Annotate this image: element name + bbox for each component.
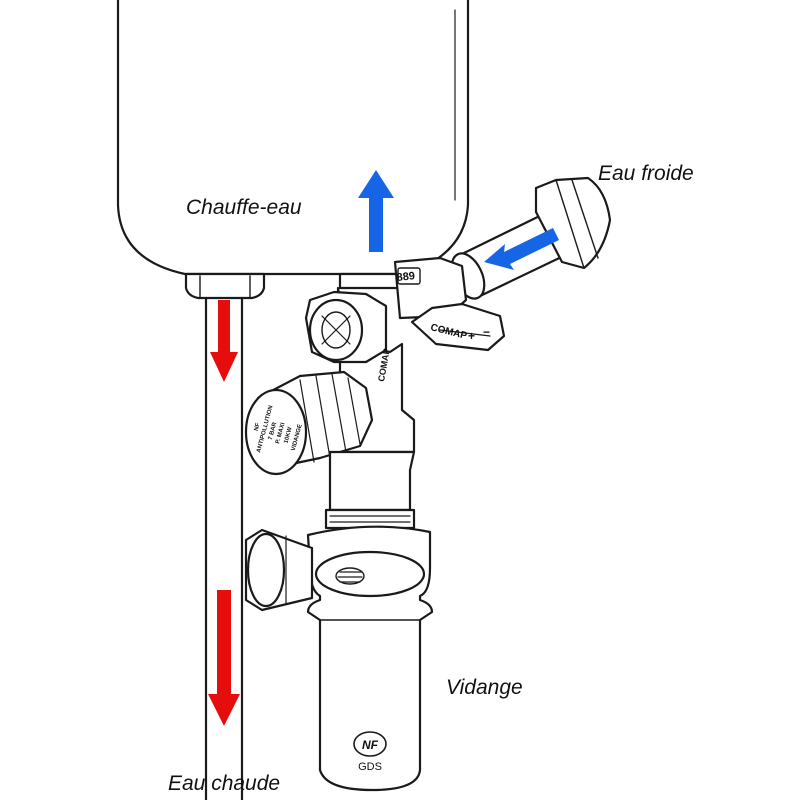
knob-line: 7 BAR bbox=[268, 421, 279, 441]
arrow-down-icon bbox=[208, 590, 240, 726]
hot-outlet-fitting bbox=[184, 272, 266, 300]
valve-lever-handle bbox=[410, 302, 506, 352]
knob-line: P. MAXI bbox=[275, 422, 286, 445]
handle-minus: − bbox=[483, 325, 490, 339]
label-water-heater: Chauffe-eau bbox=[186, 196, 302, 219]
hot-water-pipe bbox=[204, 296, 244, 800]
drain-tundish bbox=[324, 450, 416, 530]
check-valve-cap bbox=[304, 290, 388, 364]
label-cold-water: Eau froide bbox=[598, 162, 694, 185]
siphon-side-outlet bbox=[244, 528, 314, 612]
knob-line: NF bbox=[254, 422, 262, 432]
siphon-trap bbox=[306, 525, 434, 792]
arrow-down-icon bbox=[210, 300, 238, 382]
nf-logo-text: NF bbox=[362, 738, 379, 752]
label-hot-water: Eau chaude bbox=[168, 772, 281, 795]
arrow-down-left-icon bbox=[484, 228, 559, 270]
label-drain: Vidange bbox=[446, 676, 523, 699]
valve-number: 889 bbox=[396, 270, 416, 284]
arrow-up-icon bbox=[358, 170, 394, 252]
knob-line: 10KW bbox=[284, 426, 294, 444]
cold-water-inlet-pipe bbox=[450, 176, 612, 300]
nf-cert-logo bbox=[353, 731, 387, 757]
handle-plus: + bbox=[468, 329, 475, 343]
siphon-mark: GDS bbox=[358, 761, 382, 773]
water-heater-tank bbox=[116, 0, 470, 276]
pressure-relief-knob bbox=[244, 370, 374, 476]
